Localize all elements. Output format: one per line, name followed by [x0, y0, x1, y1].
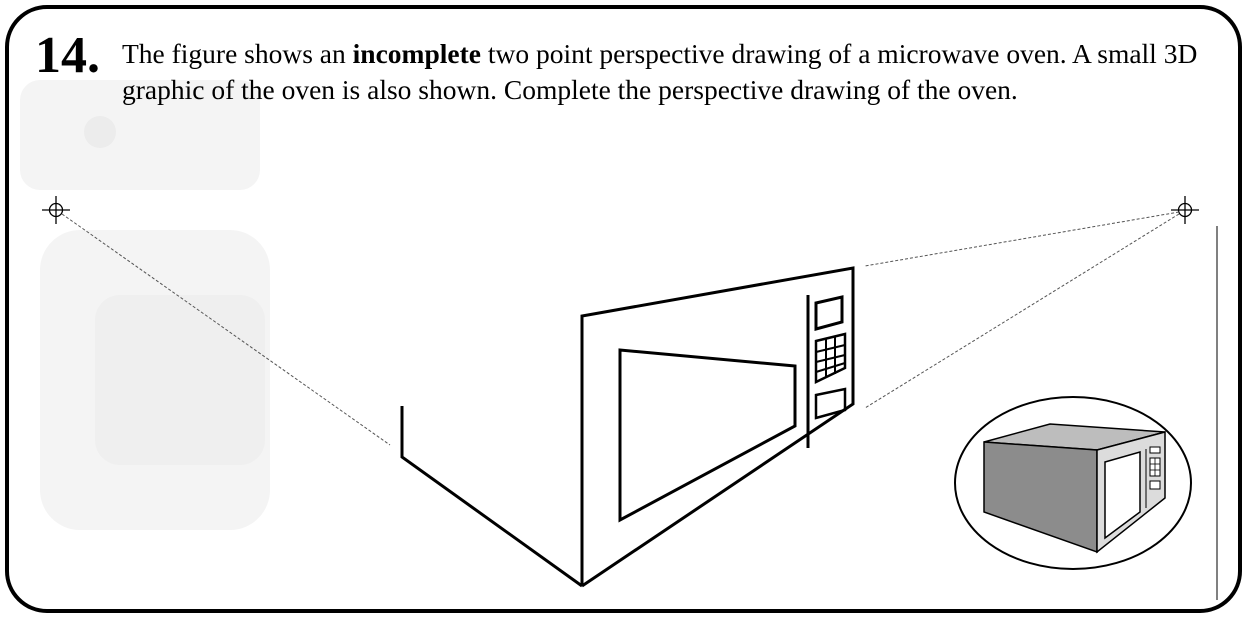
left-vanishing-point — [42, 196, 70, 224]
construction-lines — [61, 211, 1180, 446]
question-number: 14. — [35, 27, 100, 84]
microwave-drawing — [400, 266, 855, 588]
question-text: The figure shows an incomplete two point… — [122, 38, 1198, 105]
question-frame — [5, 5, 1242, 613]
right-vanishing-point — [1171, 196, 1199, 224]
reference-3d-graphic — [954, 396, 1192, 570]
emphasis-word: incomplete — [352, 38, 481, 69]
